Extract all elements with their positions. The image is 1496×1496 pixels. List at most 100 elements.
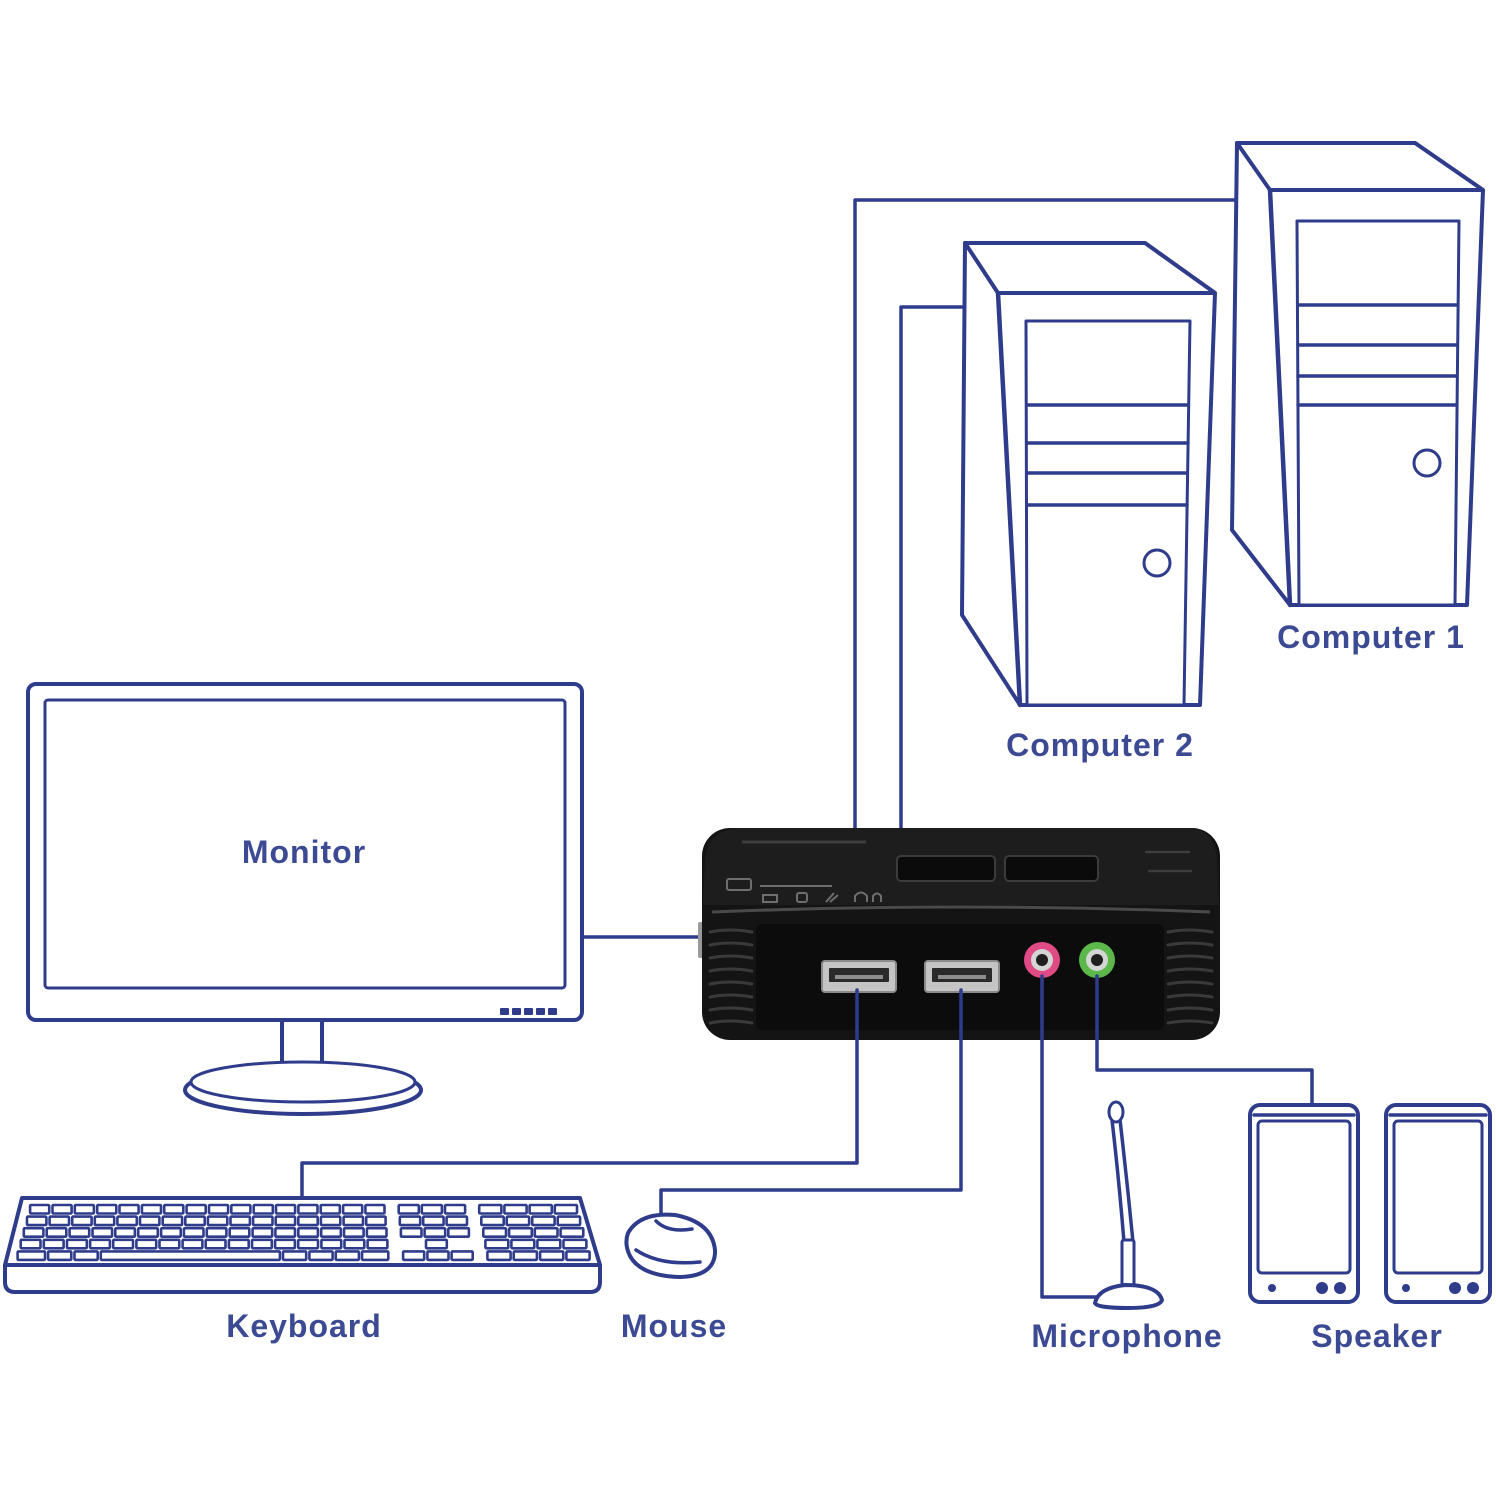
keyboard-key <box>484 1238 510 1250</box>
monitor-buttons <box>500 1008 557 1015</box>
port-1-select-button <box>896 855 996 882</box>
kvm-front-edge <box>711 905 1211 914</box>
kvm-switch <box>698 828 1220 1040</box>
keyboard-key <box>479 1215 505 1227</box>
keyboard-key <box>296 1226 320 1238</box>
keyboard-key <box>559 1226 585 1238</box>
speaker-label: Speaker <box>1311 1318 1443 1354</box>
keyboard-key <box>296 1238 320 1250</box>
keyboard-key <box>512 1250 539 1262</box>
keyboard-key <box>399 1226 423 1238</box>
keyboard-key <box>93 1215 116 1227</box>
speaker-jack <box>1079 942 1115 978</box>
keyboard-key <box>505 1215 531 1227</box>
keyboard-key <box>450 1250 475 1262</box>
keyboard-key <box>562 1238 588 1250</box>
keyboard-key <box>334 1250 361 1262</box>
keyboard-key <box>538 1250 565 1262</box>
keyboard-key <box>420 1203 444 1215</box>
keyboard-key <box>118 1203 140 1215</box>
mouse-cable <box>659 988 963 1222</box>
keyboard-key <box>481 1226 508 1238</box>
keyboard-key <box>230 1203 252 1215</box>
keyboard-key <box>536 1238 562 1250</box>
kvm-rib <box>708 954 754 960</box>
monitor-icon <box>26 682 584 1116</box>
keyboard-key <box>424 1238 449 1250</box>
keyboard-key <box>251 1226 274 1238</box>
usb-port-keyboard <box>821 960 897 993</box>
keyboard-key <box>320 1238 343 1250</box>
kvm-rib <box>1166 941 1214 947</box>
monitor-label: Monitor <box>242 834 366 870</box>
keyboard-key <box>88 1238 112 1250</box>
keyboard-key <box>65 1238 89 1250</box>
keyboard-key <box>319 1226 343 1238</box>
keyboard-key <box>343 1238 366 1250</box>
keyboard-key <box>250 1238 274 1250</box>
speaker-left-icon <box>1248 1103 1360 1304</box>
keyboard-keys <box>16 1203 591 1262</box>
mouse-icon <box>624 1212 718 1279</box>
keyboard-key <box>46 1250 73 1262</box>
keyboard-key <box>42 1238 65 1250</box>
kvm-rib <box>708 980 754 986</box>
keyboard-key <box>401 1250 426 1262</box>
microphone-icon <box>1093 1100 1164 1310</box>
keyboard-key <box>162 1203 185 1215</box>
keyboard-key <box>342 1226 365 1238</box>
keyboard-key <box>99 1250 282 1262</box>
kvm-rib <box>1166 954 1214 960</box>
keyboard-icon <box>3 1196 602 1294</box>
keyboard-key <box>70 1215 93 1227</box>
kvm-rib <box>1166 1019 1214 1025</box>
keyboard-key <box>229 1215 252 1227</box>
port-2-select-button <box>1004 855 1099 882</box>
keyboard-key <box>25 1215 48 1227</box>
microphone-label: Microphone <box>1031 1318 1222 1354</box>
keyboard-key <box>111 1238 135 1250</box>
keyboard-key <box>184 1215 207 1227</box>
keyboard-key <box>365 1226 388 1238</box>
keyboard-key <box>274 1226 297 1238</box>
kvm-status-icons <box>726 878 882 903</box>
keyboard-key <box>281 1250 308 1262</box>
computer-1-cable <box>853 198 1239 832</box>
kvm-rib <box>708 928 754 934</box>
kvm-rib <box>1166 980 1214 986</box>
keyboard-key <box>486 1250 512 1262</box>
kvm-rib <box>708 1019 754 1025</box>
keyboard-key <box>45 1226 68 1238</box>
keyboard-key <box>16 1250 47 1262</box>
keyboard-key <box>274 1203 297 1215</box>
keyboard-key <box>158 1238 181 1250</box>
speaker-right-icon <box>1384 1103 1492 1304</box>
keyboard-key <box>297 1203 319 1215</box>
keyboard-key <box>530 1215 556 1227</box>
keyboard-key <box>503 1203 528 1215</box>
keyboard-key <box>185 1203 208 1215</box>
computer-1-icon <box>1230 141 1485 608</box>
keyboard-key <box>565 1250 591 1262</box>
kvm-rib <box>708 993 754 999</box>
keyboard-key <box>398 1215 422 1227</box>
speaker-cable <box>1095 974 1314 1107</box>
keyboard-key <box>91 1226 114 1238</box>
monitor-screen <box>43 698 567 990</box>
keyboard-key <box>342 1215 365 1227</box>
keyboard-key <box>95 1203 118 1215</box>
keyboard-key <box>181 1238 204 1250</box>
keyboard-cable <box>300 988 859 1200</box>
keyboard-key <box>507 1226 534 1238</box>
kvm-rib <box>1166 993 1214 999</box>
computer-2-icon <box>960 241 1217 708</box>
keyboard-key <box>446 1226 471 1238</box>
keyboard-key <box>73 1203 96 1215</box>
keyboard-key <box>360 1250 390 1262</box>
keyboard-key <box>423 1226 447 1238</box>
kvm-rib <box>1166 928 1214 934</box>
keyboard-key <box>228 1226 251 1238</box>
keyboard-key <box>319 1203 342 1215</box>
keyboard-key <box>182 1226 205 1238</box>
